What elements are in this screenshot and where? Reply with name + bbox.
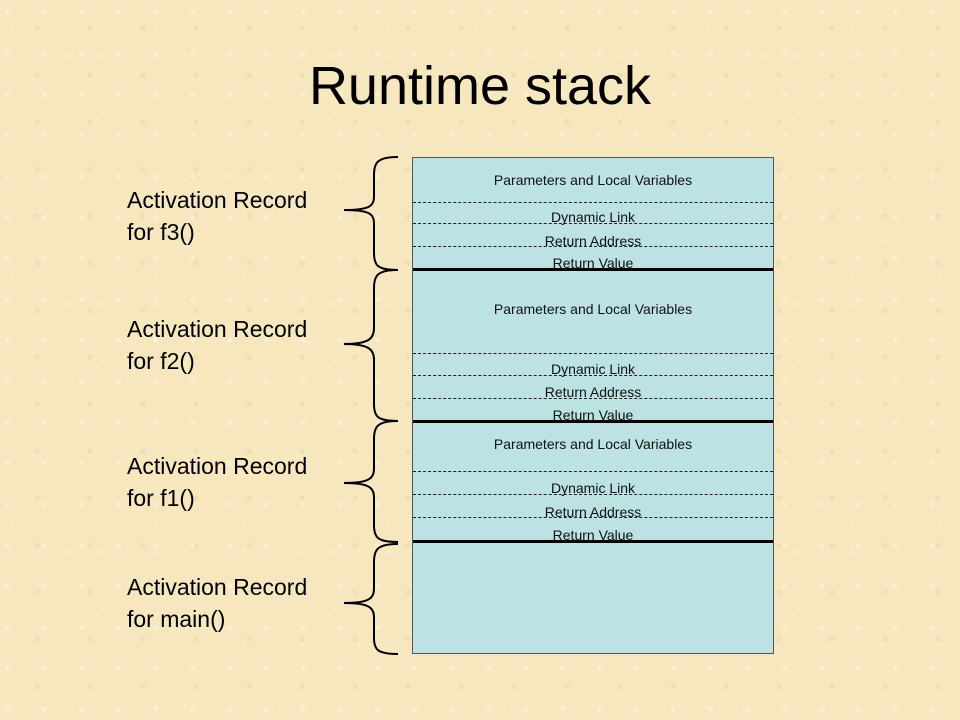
brace-main (343, 543, 399, 655)
f1-divider-1 (413, 471, 773, 472)
f2-return-address: Return Address (544, 384, 642, 400)
f2-divider-3 (413, 398, 773, 399)
f3-frame-boundary (413, 268, 773, 271)
f1-params-label: Parameters and Local Variables (493, 436, 693, 452)
f2-params-label: Parameters and Local Variables (493, 301, 693, 317)
runtime-stack: Parameters and Local Variables Dynamic L… (412, 157, 774, 654)
brace-f2 (343, 269, 399, 422)
brace-f1 (343, 420, 399, 543)
page-title: Runtime stack (308, 56, 652, 116)
record-label-f1: Activation Record for f1() (127, 450, 307, 514)
record-label-f2: Activation Record for f2() (127, 313, 307, 377)
f3-params-label: Parameters and Local Variables (493, 172, 693, 188)
f2-dynamic-link: Dynamic Link (550, 361, 636, 377)
record-label-f3-line2: for f3() (127, 219, 195, 245)
f3-divider-3 (413, 246, 773, 247)
record-label-main-line1: Activation Record (127, 574, 308, 600)
record-label-main: Activation Record for main() (127, 571, 307, 635)
record-label-f3: Activation Record for f3() (127, 184, 307, 248)
f2-divider-2 (413, 375, 773, 376)
f1-divider-2 (413, 494, 773, 495)
record-label-main-line2: for main() (127, 606, 226, 632)
f2-frame-boundary (413, 420, 773, 423)
f3-dynamic-link: Dynamic Link (550, 209, 636, 225)
f1-return-value: Return Value (552, 527, 634, 543)
f1-dynamic-link: Dynamic Link (550, 480, 636, 496)
record-label-f2-line1: Activation Record (127, 316, 308, 342)
f1-return-address: Return Address (544, 504, 642, 520)
f2-divider-1 (413, 353, 773, 354)
f2-return-value: Return Value (552, 407, 634, 423)
record-label-f1-line2: for f1() (127, 485, 195, 511)
record-label-f3-line1: Activation Record (127, 187, 308, 213)
f3-divider-1 (413, 202, 773, 203)
f3-return-address: Return Address (544, 233, 642, 249)
brace-f3 (343, 156, 399, 271)
record-label-f1-line1: Activation Record (127, 453, 308, 479)
record-label-f2-line2: for f2() (127, 348, 195, 374)
f1-divider-3 (413, 517, 773, 518)
f3-divider-2 (413, 223, 773, 224)
f1-frame-boundary (413, 540, 773, 543)
f3-return-value: Return Value (552, 255, 634, 271)
